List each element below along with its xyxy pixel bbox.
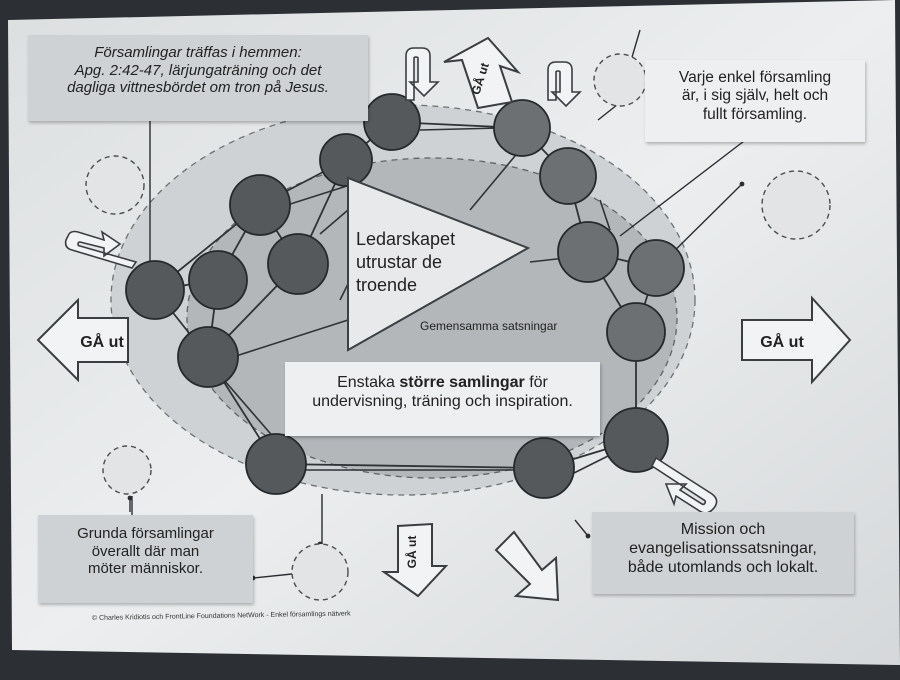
mission-callout: Mission och evangelisationssatsningar, b… bbox=[592, 512, 854, 594]
pointer-line bbox=[574, 519, 589, 537]
go-out-label-left: GÅ ut bbox=[80, 332, 124, 351]
church-node bbox=[229, 174, 291, 236]
inner-label: Gemensamma satsningar bbox=[420, 319, 557, 333]
future-church-node bbox=[85, 155, 145, 215]
network-nodes bbox=[85, 53, 831, 601]
church-node bbox=[188, 250, 248, 310]
callout-suffix: för bbox=[524, 374, 548, 391]
church-node bbox=[539, 147, 597, 205]
network-edge bbox=[599, 199, 611, 231]
diagonal-arrow-bottom bbox=[494, 530, 560, 602]
triangle-label-line-1: Ledarskapet bbox=[356, 229, 455, 249]
leadership-triangle bbox=[347, 176, 531, 352]
callout-line: fullt församling. bbox=[702, 105, 808, 123]
callout-line: överallt där man bbox=[91, 542, 200, 560]
pointer-line bbox=[619, 137, 749, 237]
u-turn-arrow-right bbox=[650, 456, 718, 514]
triangle-label-line-3: troende bbox=[356, 275, 417, 295]
simple-church-callout: Varje enkel församling är, i sig själv, … bbox=[645, 60, 865, 142]
callout-line: Grunda församlingar bbox=[77, 525, 214, 542]
callout-line: Apg. 2:42-47, lärjungaträning och det bbox=[74, 61, 322, 79]
larger-gatherings-callout: Enstaka större samlingar för undervisnin… bbox=[285, 362, 600, 436]
pointer-line bbox=[252, 573, 293, 579]
pointer-dot bbox=[127, 495, 133, 501]
network-edge bbox=[275, 463, 545, 469]
callout-line: dagliga vittnesbördet om tron på Jesus. bbox=[67, 79, 329, 97]
go-out-arrow-left: GÅ ut bbox=[36, 297, 129, 383]
callout-bold: större samlingar bbox=[399, 374, 525, 391]
callout-line-2: undervisning, träning och inspiration. bbox=[312, 392, 573, 410]
future-church-node bbox=[291, 543, 349, 601]
church-node bbox=[319, 133, 373, 187]
network-edge bbox=[319, 209, 349, 235]
callout-line: evangelisationssatsningar, bbox=[629, 539, 817, 557]
u-turn-arrow-top-left bbox=[405, 47, 440, 101]
plant-churches-callout: Grunda församlingar överallt där man möt… bbox=[38, 515, 253, 603]
u-turn-arrow-top-right bbox=[547, 61, 582, 108]
network-edge bbox=[419, 127, 501, 131]
callout-line: är, i sig själv, helt och bbox=[681, 87, 829, 105]
church-node bbox=[493, 99, 551, 157]
callout-line: Församlingar träffas i hemmen: bbox=[94, 44, 302, 61]
callout-line: Mission och bbox=[680, 521, 766, 538]
church-node bbox=[125, 260, 185, 320]
callout-line-1: Enstaka större samlingar för bbox=[285, 374, 600, 393]
home-churches-callout: Församlingar träffas i hemmen: Apg. 2:42… bbox=[28, 35, 368, 121]
church-node bbox=[606, 302, 666, 362]
network-edge bbox=[469, 149, 521, 211]
go-out-arrow-top: GÅ ut bbox=[443, 36, 522, 110]
go-out-label-right: GÅ ut bbox=[760, 332, 804, 351]
church-node bbox=[245, 433, 307, 495]
callout-line: både utomlands och lokalt. bbox=[627, 558, 819, 576]
go-out-label-bottom: GÅ ut bbox=[404, 536, 419, 569]
future-church-node bbox=[593, 53, 647, 107]
church-node bbox=[267, 233, 329, 295]
callout-line: möter människor. bbox=[87, 560, 204, 578]
church-node bbox=[177, 326, 239, 388]
church-node bbox=[557, 221, 619, 283]
go-out-arrow-bottom: GÅ ut bbox=[380, 522, 449, 598]
future-church-node bbox=[761, 170, 831, 240]
network-edge bbox=[223, 379, 277, 441]
go-out-arrow-right: GÅ ut bbox=[741, 295, 852, 385]
church-node bbox=[513, 437, 575, 499]
church-node bbox=[603, 407, 669, 473]
callout-prefix: Enstaka bbox=[337, 374, 400, 391]
church-node bbox=[627, 239, 685, 297]
u-turn-arrow-left bbox=[64, 230, 138, 269]
callout-line: Varje enkel församling bbox=[678, 69, 832, 86]
future-church-node bbox=[102, 445, 152, 495]
triangle-label-line-2: utrustar de bbox=[356, 252, 442, 272]
network-edge bbox=[235, 319, 349, 357]
pointer-dot bbox=[585, 533, 591, 539]
church-node bbox=[363, 93, 421, 151]
pointer-dot bbox=[739, 181, 745, 187]
